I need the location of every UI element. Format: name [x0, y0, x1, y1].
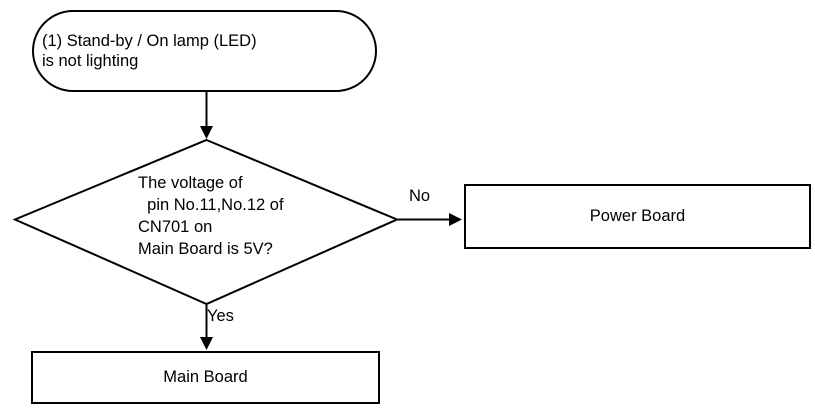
arrow-yes-head [200, 337, 213, 350]
power-board-box: Power Board [464, 184, 811, 249]
main-board-box-text: Main Board [163, 368, 248, 386]
start-terminator-text: (1) Stand-by / On lamp (LED) is not ligh… [42, 32, 257, 70]
main-board-box: Main Board [31, 351, 380, 404]
yes-branch-label: Yes [207, 307, 234, 325]
decision-text: The voltage of pin No.11,No.12 of CN701 … [138, 174, 284, 258]
start-terminator: (1) Stand-by / On lamp (LED) is not ligh… [32, 10, 377, 92]
arrow-no-head [449, 213, 462, 226]
no-branch-label: No [409, 187, 431, 205]
power-board-box-text: Power Board [589, 207, 686, 225]
arrow-start-to-decision-head [200, 126, 213, 139]
